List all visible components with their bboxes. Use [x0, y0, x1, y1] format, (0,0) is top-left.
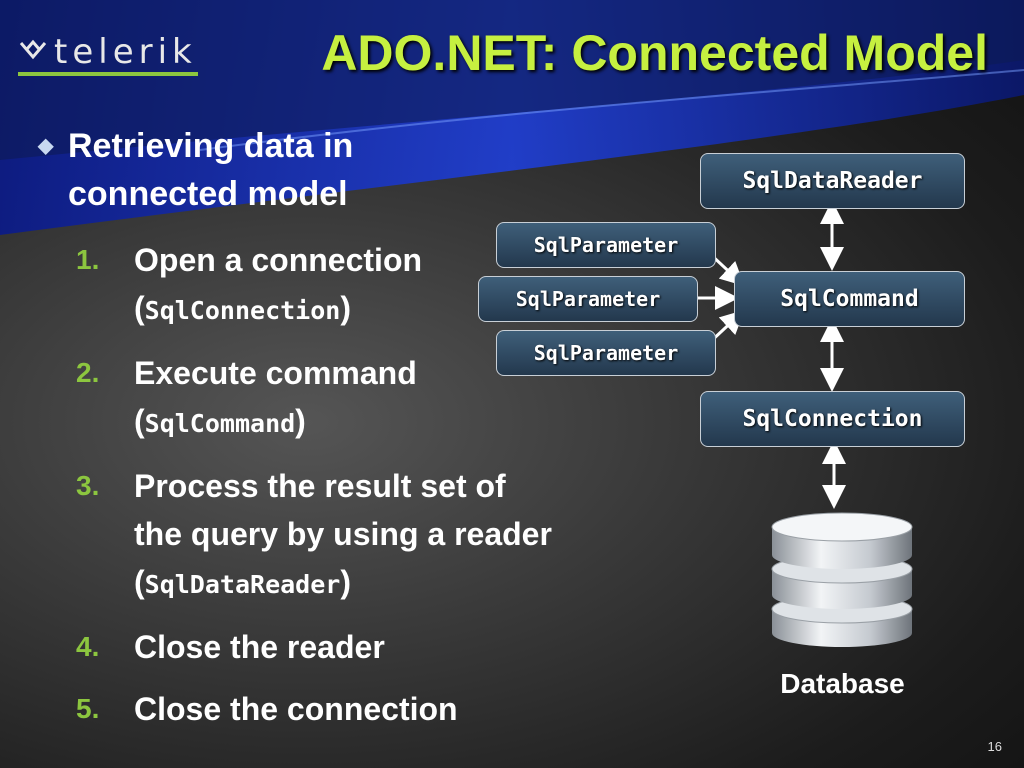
list-item: 4. Close the reader: [76, 623, 556, 671]
main-bullet-text: Retrieving data in connected model: [68, 127, 354, 213]
page-number: 16: [987, 739, 1002, 754]
sqlconnection-box: SqlConnection: [700, 391, 965, 447]
step-code: SqlCommand: [144, 409, 296, 438]
sqlparameter-box: SqlParameter: [496, 222, 716, 268]
step-text: Close the connection: [134, 691, 458, 727]
step-number: 4.: [76, 631, 100, 662]
database-icon: [771, 512, 913, 647]
telerik-logo: telerik: [18, 32, 197, 72]
diamond-bullet-icon: ◆: [38, 135, 54, 157]
list-item: 1. Open a connection(SqlConnection): [76, 236, 556, 335]
step-number: 3.: [76, 470, 100, 501]
step-number: 1.: [76, 244, 100, 275]
steps-list: 1. Open a connection(SqlConnection) 2. E…: [76, 236, 556, 747]
telerik-logo-icon: [19, 39, 47, 60]
sqlparameter-box: SqlParameter: [496, 330, 716, 376]
step-text: Open a connection: [134, 242, 423, 278]
header-swoosh: [0, 0, 1024, 235]
page-title: ADO.NET: Connected Model: [321, 25, 988, 81]
step-number: 2.: [76, 357, 100, 388]
logo-text: telerik: [54, 32, 197, 72]
step-code: SqlDataReader: [144, 570, 341, 599]
step-text: Execute command: [134, 355, 417, 391]
list-item: 3. Process the result set of the query b…: [76, 462, 556, 609]
sqlcommand-box: SqlCommand: [734, 271, 965, 327]
step-number: 5.: [76, 693, 100, 724]
step-code: SqlConnection: [144, 296, 341, 325]
sqldatareader-box: SqlDataReader: [700, 153, 965, 209]
list-item: 2. Execute command(SqlCommand): [76, 349, 556, 448]
database-label: Database: [780, 668, 905, 699]
step-text: Process the result set of the query by u…: [134, 468, 552, 552]
list-item: 5. Close the connection: [76, 685, 556, 733]
sqlparameter-box: SqlParameter: [478, 276, 698, 322]
main-bullet: ◆ Retrieving data in connected model: [38, 122, 458, 218]
step-text: Close the reader: [134, 629, 385, 665]
logo-underline: [18, 72, 198, 76]
